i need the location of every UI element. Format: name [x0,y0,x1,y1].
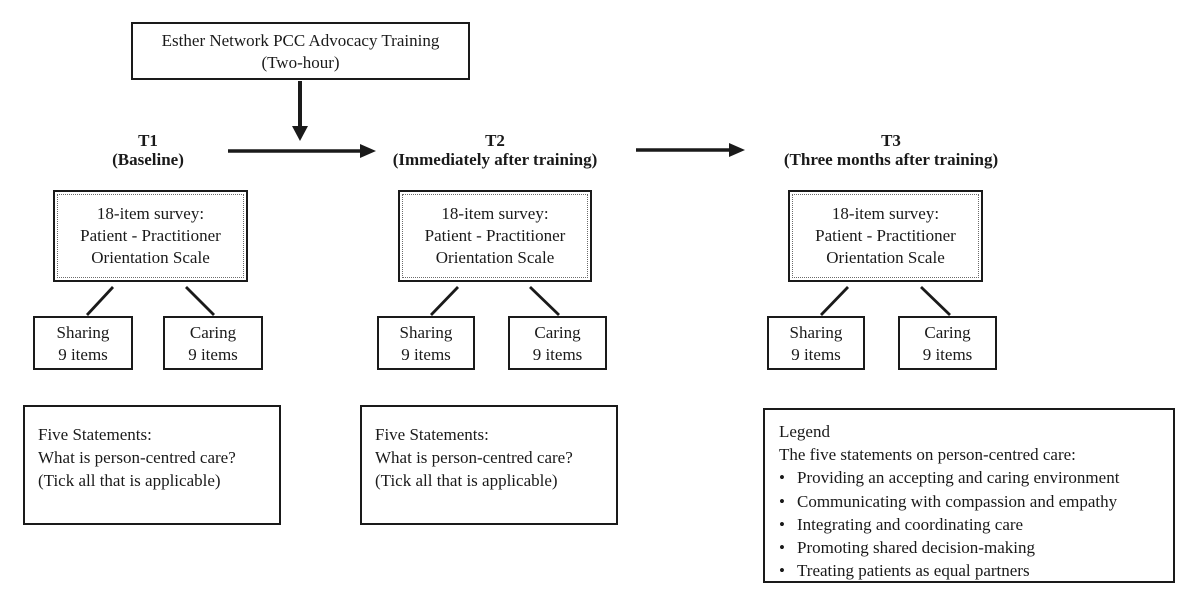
arrow-t2-to-t3-icon [636,143,745,157]
sharing-line1: Sharing [56,323,110,342]
legend-item-text: Integrating and coordinating care [797,514,1024,534]
legend-item-text: Treating patients as equal partners [797,561,1030,581]
timepoint-label-t2: T2 (Immediately after training) [373,131,617,169]
statements-line2: What is person-centred care? [38,448,236,467]
survey-line2: Patient - Practitioner [80,226,221,245]
survey-box-t2: 18-item survey: Patient - Practitioner O… [398,190,592,282]
caring-line2: 9 items [188,345,238,364]
sharing-box-t3: Sharing 9 items [767,316,865,370]
t1-label: T1 [138,131,158,150]
legend-item: • Providing an accepting and caring envi… [779,466,1165,489]
survey-line3: Orientation Scale [91,248,210,267]
survey-line3: Orientation Scale [826,248,945,267]
t2-sublabel: (Immediately after training) [392,150,598,169]
sharing-line2: 9 items [58,345,108,364]
statements-line3: (Tick all that is applicable) [38,471,221,490]
sharing-line1: Sharing [789,323,843,342]
caring-box-t1: Caring 9 items [163,316,263,370]
caring-line1: Caring [189,323,237,342]
connector-t1-survey-to-caring [185,286,215,316]
statements-line1: Five Statements: [38,425,152,444]
training-box: Esther Network PCC Advocacy Training (Tw… [131,22,470,80]
bullet-icon: • [779,561,785,581]
bullet-icon: • [779,538,785,558]
legend-item: • Communicating with compassion and empa… [779,490,1165,513]
legend-item: • Integrating and coordinating care [779,513,1165,536]
survey-line2: Patient - Practitioner [815,226,956,245]
survey-line3: Orientation Scale [435,248,555,267]
survey-line1: 18-item survey: [831,204,940,223]
timepoint-label-t1: T1 (Baseline) [48,131,248,169]
connector-t1-survey-to-sharing [85,286,115,316]
t1-sublabel: (Baseline) [112,150,184,169]
sharing-line2: 9 items [401,345,451,364]
statements-line2: What is person-centred care? [375,448,573,467]
sharing-line1: Sharing [399,323,453,342]
caring-line2: 9 items [922,345,973,364]
caring-line1: Caring [534,323,581,342]
bullet-icon: • [779,514,785,534]
connector-t2-survey-to-sharing [429,286,460,316]
survey-box-t1: 18-item survey: Patient - Practitioner O… [53,190,248,282]
sharing-box-t1: Sharing 9 items [33,316,133,370]
legend-item-text: Communicating with compassion and empath… [797,491,1118,511]
legend-item: • Promoting shared decision-making [779,536,1165,559]
arrow-training-down-icon [292,81,308,141]
statements-line1: Five Statements: [375,425,489,444]
caring-box-t3: Caring 9 items [898,316,997,370]
legend-box: Legend The five statements on person-cen… [763,408,1175,583]
survey-line1: 18-item survey: [441,204,549,223]
connector-t2-survey-to-caring [529,285,560,317]
connector-t3-survey-to-sharing [819,286,850,316]
legend-item-text: Promoting shared decision-making [797,538,1035,558]
training-box-line1: Esther Network PCC Advocacy Training [161,31,440,50]
caring-line2: 9 items [532,345,583,364]
caring-box-t2: Caring 9 items [508,316,607,370]
caring-line1: Caring [924,323,971,342]
statements-line3: (Tick all that is applicable) [375,471,558,490]
bullet-icon: • [779,491,785,511]
survey-line1: 18-item survey: [96,204,205,223]
connector-t3-survey-to-caring [920,285,951,317]
training-box-line2: (Two-hour) [261,53,340,72]
legend-item-text: Providing an accepting and caring enviro… [797,468,1120,488]
legend-item: • Treating patients as equal partners [779,559,1165,582]
sharing-box-t2: Sharing 9 items [377,316,475,370]
arrow-t1-to-t2-icon [228,144,376,158]
statements-box-t1: Five Statements: What is person-centred … [23,405,281,525]
legend-title: Legend [779,422,830,441]
t2-label: T2 [485,131,505,150]
sharing-line2: 9 items [791,345,841,364]
survey-box-t3: 18-item survey: Patient - Practitioner O… [788,190,983,282]
statements-box-t2: Five Statements: What is person-centred … [360,405,618,525]
t3-label: T3 [881,131,901,150]
bullet-icon: • [779,468,785,488]
t3-sublabel: (Three months after training) [783,150,999,169]
legend-subtitle: The five statements on person-centred ca… [779,445,1076,465]
timepoint-label-t3: T3 (Three months after training) [759,131,1023,169]
survey-line2: Patient - Practitioner [424,226,566,245]
